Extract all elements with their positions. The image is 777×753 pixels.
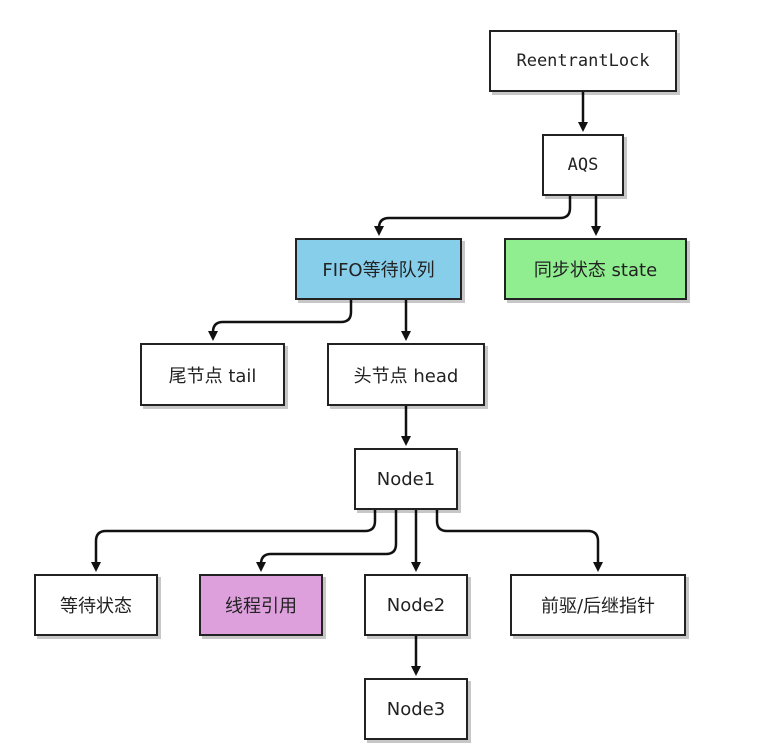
node-fifo-queue: FIFO等待队列 xyxy=(295,238,462,300)
node-head: 头节点 head xyxy=(327,343,485,406)
node-sync-state: 同步状态 state xyxy=(504,238,687,300)
edge-node1-threadref xyxy=(256,510,398,572)
node-prev-next-pointers: 前驱/后继指针 xyxy=(510,574,686,636)
edge-node1-waitstatus xyxy=(91,510,377,572)
edge-aqs-fifo xyxy=(374,196,572,236)
node-node1: Node1 xyxy=(354,448,458,510)
node-thread-ref: 线程引用 xyxy=(199,574,323,636)
node-node3: Node3 xyxy=(364,678,468,740)
node-tail: 尾节点 tail xyxy=(140,343,285,406)
node-wait-status: 等待状态 xyxy=(34,574,158,636)
node-node2: Node2 xyxy=(364,574,468,636)
edge-fifo-tail xyxy=(208,300,353,341)
node-reentrant-lock: ReentrantLock xyxy=(489,30,677,92)
node-aqs: AQS xyxy=(542,134,624,196)
edge-node1-pointers xyxy=(435,510,603,572)
